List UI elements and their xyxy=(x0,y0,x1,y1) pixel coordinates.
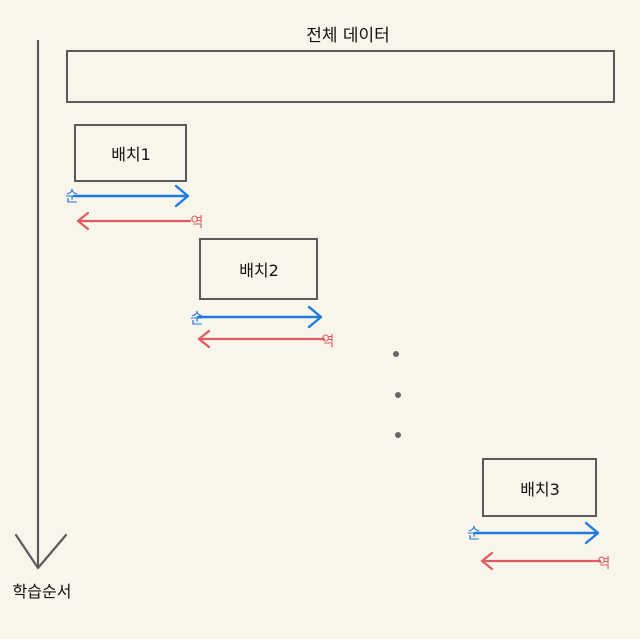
batch-1-box xyxy=(74,124,187,182)
batch-3-box xyxy=(482,458,597,517)
batch-1-label: 배치1 xyxy=(111,145,151,164)
backward-arrow: 역 xyxy=(76,211,204,231)
forward-mark: 순 xyxy=(65,187,79,205)
batch-2-label: 배치2 xyxy=(239,261,279,280)
axis-label: 학습순서 xyxy=(13,582,72,601)
forward-mark: 순 xyxy=(190,309,204,327)
ellipsis-dots xyxy=(393,351,401,438)
forward-mark: 순 xyxy=(467,524,481,542)
backward-mark: 역 xyxy=(191,215,204,231)
backward-mark: 역 xyxy=(598,556,611,572)
backward-arrow: 역 xyxy=(197,329,335,350)
forward-arrow: 순 xyxy=(190,305,323,329)
batch-1: 배치1 순 역 xyxy=(65,124,204,231)
batch-3: 배치3 순 역 xyxy=(467,458,611,572)
full-data-block: 전체 데이터 xyxy=(66,26,615,103)
forward-arrow: 순 xyxy=(467,521,600,545)
full-data-title: 전체 데이터 xyxy=(306,26,390,46)
batch-3-label: 배치3 xyxy=(520,480,560,499)
backward-arrow: 역 xyxy=(480,551,611,572)
training-order-axis: 학습순서 xyxy=(13,40,72,601)
forward-arrow: 순 xyxy=(65,184,190,208)
batch-2-box xyxy=(199,238,318,300)
full-data-box xyxy=(66,50,615,103)
batch-2: 배치2 순 역 xyxy=(190,238,335,350)
backward-mark: 역 xyxy=(322,334,335,350)
axis-arrowhead xyxy=(14,533,68,570)
